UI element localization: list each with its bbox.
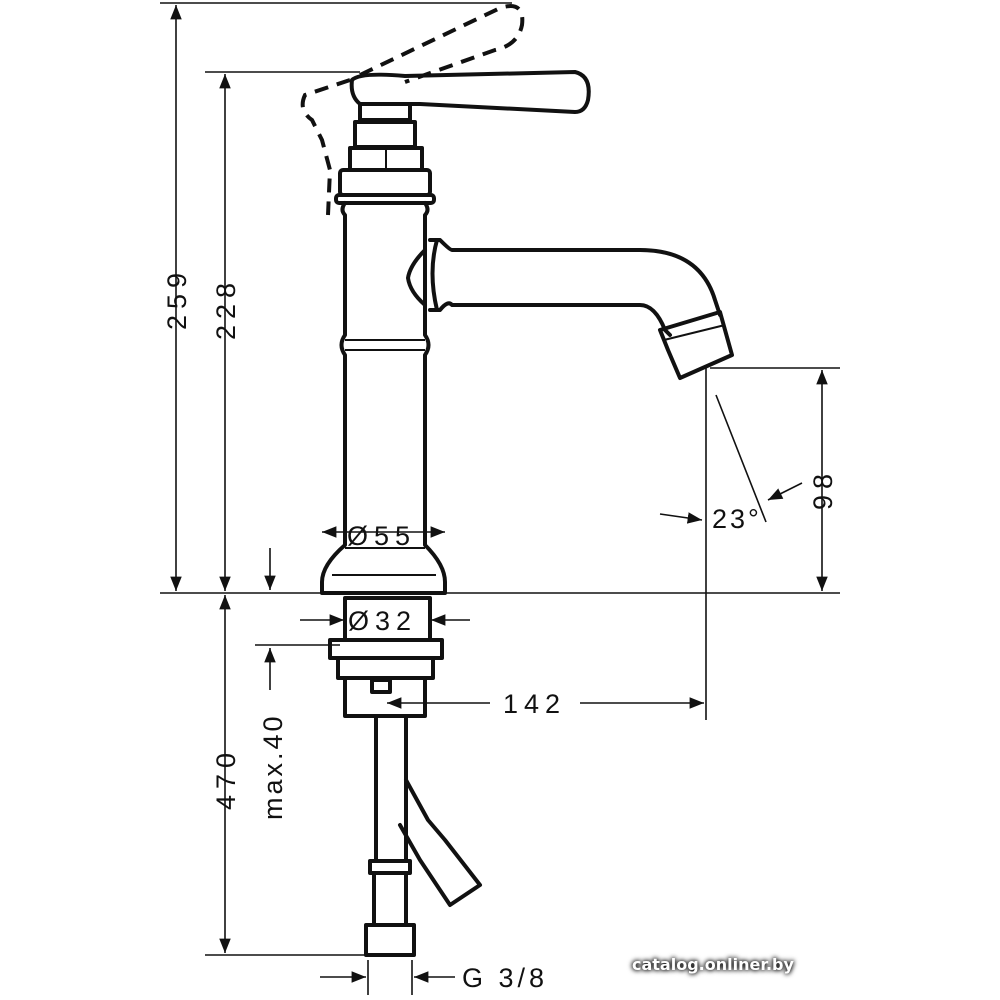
dim-98-label: 98 — [808, 468, 838, 510]
reference-lines — [160, 2, 840, 995]
dim-259-label: 259 — [162, 267, 192, 330]
faucet-underside — [328, 596, 482, 957]
dimension-lines — [170, 4, 828, 983]
dim-142-label: 142 — [503, 689, 566, 719]
dim-23-label: 23° — [712, 504, 762, 534]
dim-228-label: 228 — [211, 277, 241, 340]
dim-470-label: 470 — [211, 747, 241, 810]
faucet-body — [300, 4, 734, 595]
dim-55-label: Ø55 — [347, 521, 416, 551]
dim-max40-label: max.40 — [258, 713, 288, 820]
dim-32-label: Ø32 — [348, 606, 417, 636]
dim-g38-label: G 3/8 — [462, 963, 548, 993]
watermark: catalog.onliner.by — [632, 955, 794, 974]
